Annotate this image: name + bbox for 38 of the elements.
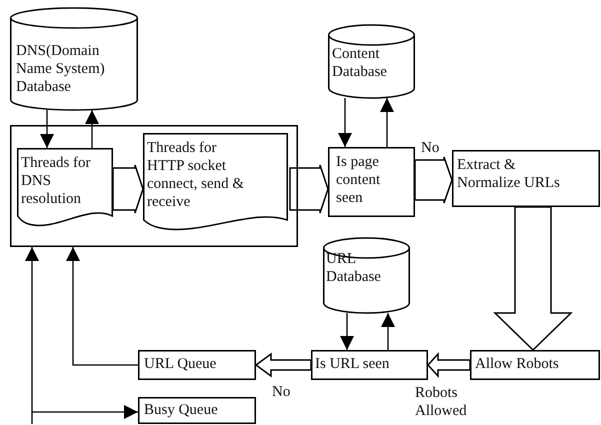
document-shape [17,148,113,228]
process-box [470,350,600,380]
block-arrow [254,352,312,378]
process-box [311,350,428,380]
node-text: URL Database [326,250,382,286]
process-box [328,147,415,217]
node-text: Threads for DNS resolution [21,154,92,208]
node-text: Is page content seen [336,153,382,207]
arrow [25,247,39,424]
arrow [32,405,138,419]
connector-arrow [66,247,138,366]
connector-arrow [338,98,352,147]
block-arrow [414,156,453,204]
connector-arrow [40,110,54,148]
process-box [452,150,600,207]
database-cylinder [10,8,138,110]
node-text: Busy Queue [144,401,219,419]
connector-arrow [85,110,99,148]
node-text: Is URL seen [315,355,390,373]
block-arrow [112,164,144,214]
process-box [138,397,256,424]
database-cylinder [323,238,410,313]
group-box [10,125,298,247]
block-arrow [289,164,329,214]
connector-arrow [340,313,354,350]
node-text: Content Database [332,45,388,81]
database-cylinder [328,25,415,98]
node-text: DNS(Domain Name System) Database [16,42,106,96]
node-text: Threads for HTTP socket connect, send & receive [147,139,246,211]
node-text: Allow Robots [475,355,560,373]
connector-arrow [381,313,395,350]
block-arrow [493,206,573,352]
node-text: Extract & Normalize URLs [457,156,561,192]
block-arrow [426,352,471,378]
process-box [138,350,256,380]
node-text: URL Queue [144,355,218,373]
document-shape [143,133,288,232]
connector-arrow [380,98,394,147]
